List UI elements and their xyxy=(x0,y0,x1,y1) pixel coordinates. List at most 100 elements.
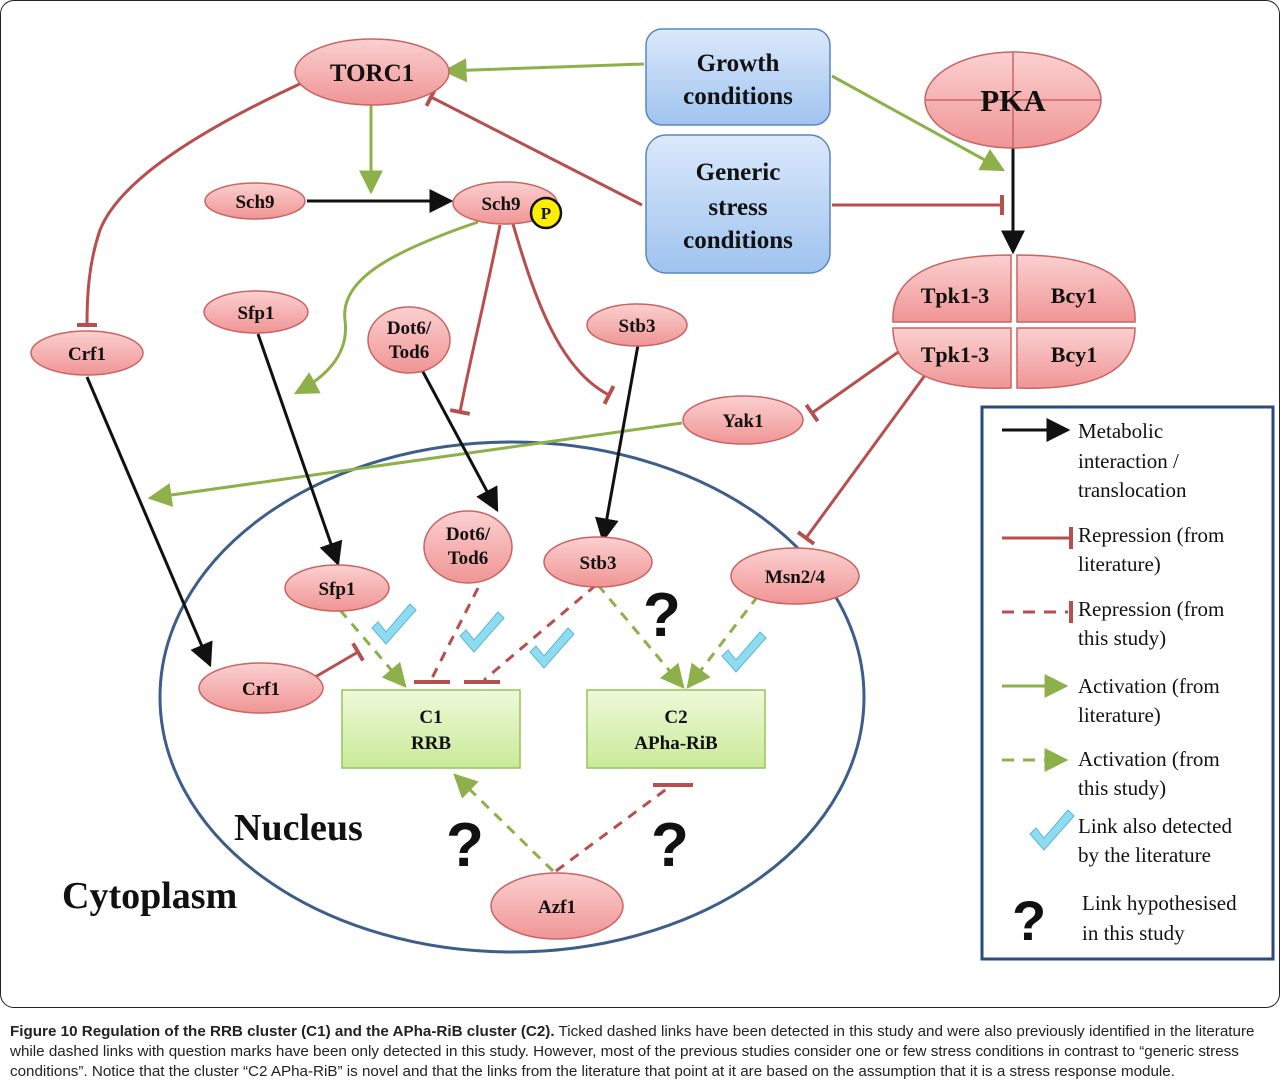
legend-tick: Link also detected by the literature xyxy=(1029,809,1232,867)
svg-text:Link also detected: Link also detected xyxy=(1078,814,1232,838)
svg-text:interaction /: interaction / xyxy=(1078,449,1179,473)
edge-growth-to-tpk xyxy=(831,74,1006,172)
svg-text:Dot6/: Dot6/ xyxy=(387,318,432,339)
svg-text:Activation (from: Activation (from xyxy=(1078,747,1220,771)
node-sfp1-cytoplasm: Sfp1 xyxy=(203,290,309,334)
svg-text:C1: C1 xyxy=(419,707,442,728)
figure-caption: Figure 10 Regulation of the RRB cluster … xyxy=(10,1022,1272,1082)
svg-text:Sfp1: Sfp1 xyxy=(319,579,356,600)
edge-crf1-to-c1 xyxy=(309,642,365,682)
question-mark-stb3-c2: ? xyxy=(643,581,681,650)
bcy-label-top: Bcy1 xyxy=(1051,283,1097,308)
edge-crf1-translocation xyxy=(85,376,213,668)
node-yak1: Yak1 xyxy=(682,395,804,445)
nucleus-oval xyxy=(158,440,866,954)
node-pka: PKA xyxy=(924,51,1102,149)
svg-text:Crf1: Crf1 xyxy=(242,679,280,700)
svg-text:RRB: RRB xyxy=(411,733,451,754)
edge-dot6-to-c1-bar xyxy=(414,680,450,684)
cluster-c2-apharib: C2 APha-RiB xyxy=(586,689,766,769)
edge-azf1-to-c2-bar xyxy=(653,783,693,787)
svg-text:Activation (from: Activation (from xyxy=(1078,674,1220,698)
edge-torc1-to-crf1 xyxy=(76,80,305,328)
svg-text:Stb3: Stb3 xyxy=(619,316,656,337)
edge-tpk-to-msn24 xyxy=(796,351,944,546)
svg-text:Repression (from: Repression (from xyxy=(1078,597,1224,621)
svg-text:this study): this study) xyxy=(1078,776,1166,800)
node-msn24: Msn2/4 xyxy=(730,547,860,605)
svg-text:Tod6: Tod6 xyxy=(389,342,430,363)
svg-text:by the literature: by the literature xyxy=(1078,843,1211,867)
svg-text:Metabolic: Metabolic xyxy=(1078,419,1163,443)
tick-icon xyxy=(529,627,575,669)
tick-icon xyxy=(371,603,417,645)
legend-metabolic: Metabolic interaction / translocation xyxy=(1002,418,1187,502)
svg-text:Sch9: Sch9 xyxy=(481,194,520,215)
legend-repression-literature: Repression (from literature) xyxy=(1002,523,1224,576)
node-dot6-nucleus: Dot6/ Tod6 xyxy=(423,510,513,584)
edge-azf1-to-c2 xyxy=(555,783,673,873)
svg-text:Azf1: Azf1 xyxy=(538,897,576,918)
tick-icon xyxy=(459,611,505,653)
svg-text:PKA: PKA xyxy=(980,83,1046,118)
edge-sch9p-to-sfp1nuc xyxy=(293,220,479,395)
svg-text:literature): literature) xyxy=(1078,552,1161,576)
svg-text:conditions: conditions xyxy=(683,227,793,254)
nucleus-label: Nucleus xyxy=(234,807,363,849)
edge-sch9p-to-stb3 xyxy=(511,223,616,405)
caption-title: Figure 10 Regulation of the RRB cluster … xyxy=(10,1023,555,1040)
svg-text:conditions: conditions xyxy=(683,83,793,110)
edge-azf1-to-c1 xyxy=(453,773,555,873)
edge-sfp1-translocation xyxy=(256,333,343,567)
svg-text:Stb3: Stb3 xyxy=(580,553,617,574)
node-tpk-bcy-complex: Tpk1-3 Bcy1 Tpk1-3 Bcy1 xyxy=(892,254,1136,389)
svg-text:translocation: translocation xyxy=(1078,478,1187,502)
node-sfp1-nucleus: Sfp1 xyxy=(284,564,390,612)
legend-repression-study: Repression (from this study) xyxy=(1002,597,1224,650)
svg-text:Generic: Generic xyxy=(696,159,781,186)
tick-icon xyxy=(1029,809,1075,851)
svg-text:literature): literature) xyxy=(1078,703,1161,727)
legend-question: ? Link hypothesised in this study xyxy=(1012,889,1237,952)
legend-activation-study: Activation (from this study) xyxy=(1002,747,1220,800)
svg-text:Sch9: Sch9 xyxy=(235,192,274,213)
edge-growth-to-torc1 xyxy=(442,58,645,83)
node-crf1-cytoplasm: Crf1 xyxy=(30,330,144,376)
node-stb3-nucleus: Stb3 xyxy=(543,536,653,588)
node-sch9-phosphorylated: Sch9 P xyxy=(452,181,563,230)
svg-text:APha-RiB: APha-RiB xyxy=(634,733,718,754)
legend: Metabolic interaction / translocation Re… xyxy=(980,405,1275,961)
bcy-label-bottom: Bcy1 xyxy=(1051,342,1097,367)
edge-msn24-to-c2 xyxy=(686,595,760,689)
node-dot6-cytoplasm: Dot6/ Tod6 xyxy=(367,306,451,374)
edge-stb3-to-c1-bar xyxy=(464,680,500,684)
regulation-diagram: Growth conditions Generic stress conditi… xyxy=(30,28,1275,961)
svg-text:C2: C2 xyxy=(664,707,687,728)
edge-stb3-to-c2 xyxy=(596,584,685,689)
svg-text:Msn2/4: Msn2/4 xyxy=(765,567,826,588)
edge-stb3-translocation xyxy=(595,344,640,543)
phosphate-badge xyxy=(529,196,563,230)
edge-sch9p-to-dot6 xyxy=(449,224,502,416)
tpk-label-bottom: Tpk1-3 xyxy=(921,342,989,367)
growth-conditions-box: Growth conditions xyxy=(645,28,831,126)
svg-text:Growth: Growth xyxy=(697,50,780,77)
tick-icon xyxy=(721,631,767,673)
generic-stress-box: Generic stress conditions xyxy=(645,134,831,274)
question-mark-icon: ? xyxy=(1012,889,1046,952)
svg-text:stress: stress xyxy=(708,194,768,221)
svg-text:in this study: in this study xyxy=(1082,921,1185,945)
legend-activation-literature: Activation (from literature) xyxy=(1002,674,1220,727)
edge-yak1-to-nucleus xyxy=(147,421,683,507)
svg-text:this study): this study) xyxy=(1078,626,1166,650)
svg-text:P: P xyxy=(541,204,551,223)
cluster-c1-rrb: C1 RRB xyxy=(341,689,521,769)
node-sch9: Sch9 xyxy=(204,182,306,220)
svg-text:Tod6: Tod6 xyxy=(448,548,489,569)
edge-stress-to-torc1 xyxy=(424,87,643,207)
svg-text:Sfp1: Sfp1 xyxy=(238,303,275,324)
svg-text:Crf1: Crf1 xyxy=(68,344,106,365)
svg-text:Dot6/: Dot6/ xyxy=(446,524,491,545)
caption-body: Ticked dashed links have been detected i… xyxy=(10,1023,1255,1080)
edge-dot6-to-c1 xyxy=(429,587,480,681)
